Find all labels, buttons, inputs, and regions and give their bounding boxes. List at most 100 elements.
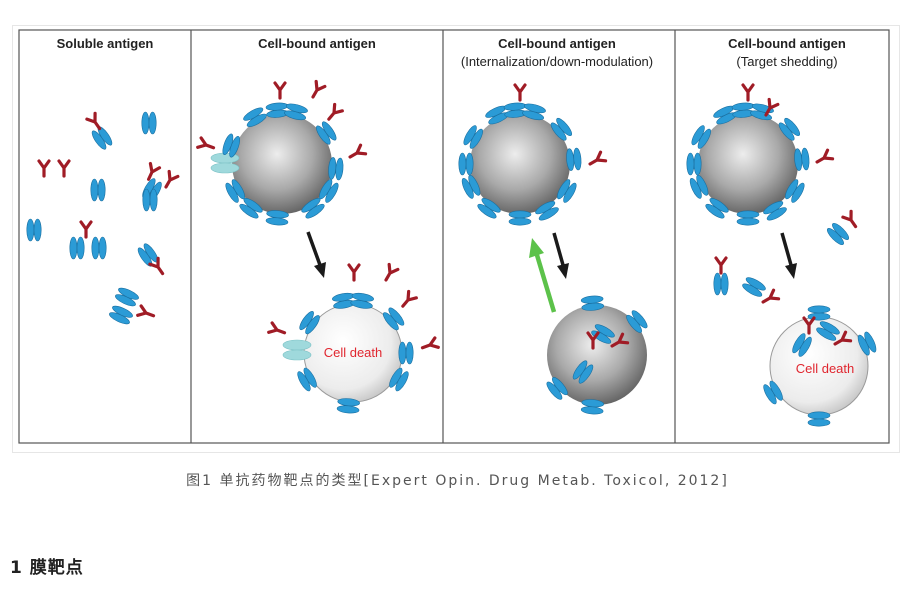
antibody-icon [741, 83, 755, 102]
antigen-pair [243, 107, 267, 127]
antibody-icon [327, 102, 344, 121]
pale-receptor-2 [282, 339, 312, 361]
figure-illustration: Soluble antigen Cell-bound antigen Cell-… [18, 29, 890, 444]
panels-border [18, 29, 890, 444]
antibody-icon [347, 263, 361, 282]
figure-caption: 图1 单抗药物靶点的类型[Expert Opin. Drug Metab. To… [186, 473, 729, 489]
antigen-pair [535, 201, 559, 221]
antigen-pair [857, 331, 877, 356]
panel-title-soluble: Soluble antigen [57, 36, 154, 51]
panel-title-cell-bound-2: Cell-bound antigen [498, 36, 616, 51]
antigen-pair [398, 341, 414, 365]
antigen-pair [222, 133, 240, 158]
antibody-icon [588, 150, 608, 166]
antibody-icon [164, 169, 180, 189]
antibody-icon [273, 81, 287, 100]
antigen-pair [328, 157, 344, 181]
antigen-pair [763, 201, 787, 221]
antibody-icon [37, 159, 51, 178]
antigen-pair [91, 126, 113, 150]
antibody-icon [57, 159, 71, 178]
antibody-icon [147, 161, 162, 181]
antigen-pair [794, 147, 810, 171]
antibody-icon [610, 332, 630, 348]
antibody-icon [761, 288, 781, 304]
antibody-icon [714, 256, 728, 275]
antigen-pair [485, 105, 510, 125]
antigen-pair [807, 411, 831, 427]
antibody-icon [384, 262, 400, 282]
panel-title-cell-bound-3: Cell-bound antigen [728, 36, 846, 51]
antibody-icon [815, 148, 835, 164]
antigen-pair [91, 236, 107, 260]
antibody-icon [513, 83, 527, 102]
antigen-pair [225, 179, 245, 203]
antigen-pair [477, 198, 501, 219]
antigen-pair [319, 179, 339, 203]
panel-title-cell-bound-1: Cell-bound antigen [258, 36, 376, 51]
antigen-pair [109, 305, 133, 325]
antigen-pair [299, 310, 320, 335]
antigen-pair [239, 198, 263, 219]
antibody-icon [401, 289, 418, 308]
antibody-icon [833, 330, 853, 346]
arrow-down-1 [306, 231, 326, 278]
antibody-icon [802, 316, 816, 335]
antigen-pair [26, 218, 42, 242]
antigen-pair [566, 147, 582, 171]
antibody-icon [79, 220, 93, 239]
cell-dark-4 [698, 114, 798, 214]
antigen-pair [713, 272, 729, 296]
antigen-pair [141, 111, 157, 135]
antigen-pair [778, 117, 801, 141]
cell-death-label-1: Cell death [324, 345, 383, 360]
antigen-pair [763, 380, 783, 405]
section-heading: 1 膜靶点 [10, 558, 84, 578]
arrow-down-2 [552, 232, 569, 279]
antigen-pair [265, 102, 289, 118]
antibody-icon [841, 209, 858, 229]
antigen-pair [90, 178, 106, 202]
antigen-pair [731, 102, 755, 118]
antigen-pair [301, 198, 325, 219]
cell-dark-1 [232, 114, 332, 214]
antigen-pair [736, 210, 760, 226]
antibody-icon [148, 256, 165, 276]
antigen-pair [792, 333, 812, 357]
antibody-icon [420, 336, 440, 350]
antigen-pair [508, 210, 532, 226]
arrow-up-green [529, 238, 557, 313]
antigen-pair [686, 152, 702, 176]
antigen-pair [142, 188, 158, 212]
antibody-group [37, 79, 858, 350]
antigen-pair [705, 198, 729, 219]
antigen-pair [689, 174, 709, 199]
antigen-pair [550, 117, 573, 141]
antibody-icon [136, 304, 156, 318]
antigen-pair [461, 174, 481, 199]
antigen-group [26, 102, 877, 427]
panel-subtitle-shedding: (Target shedding) [736, 54, 837, 69]
antigen-pair [284, 103, 308, 121]
antigen-pair [332, 292, 356, 309]
antibody-icon [586, 331, 600, 350]
antigen-pair [626, 310, 648, 333]
antigen-pair [557, 179, 577, 203]
cell-death-label-2: Cell death [796, 361, 855, 376]
antigen-pair [546, 377, 568, 400]
antigen-pair [316, 121, 337, 145]
antigen-pair [816, 321, 840, 341]
antigen-pair [691, 125, 711, 149]
cell-dark-3 [547, 305, 647, 405]
panel-subtitle-internalization: (Internalization/down-modulation) [461, 54, 653, 69]
cell-dark-2 [470, 114, 570, 214]
antigen-pair [297, 367, 317, 392]
antigen-pair [350, 292, 374, 309]
antigen-pair [389, 367, 409, 392]
antibody-icon [267, 321, 287, 335]
antigen-pair [463, 125, 483, 149]
antigen-pair [742, 277, 766, 297]
antigen-pair [265, 210, 289, 226]
antigen-pair [115, 287, 139, 307]
antibody-icon [348, 143, 368, 159]
